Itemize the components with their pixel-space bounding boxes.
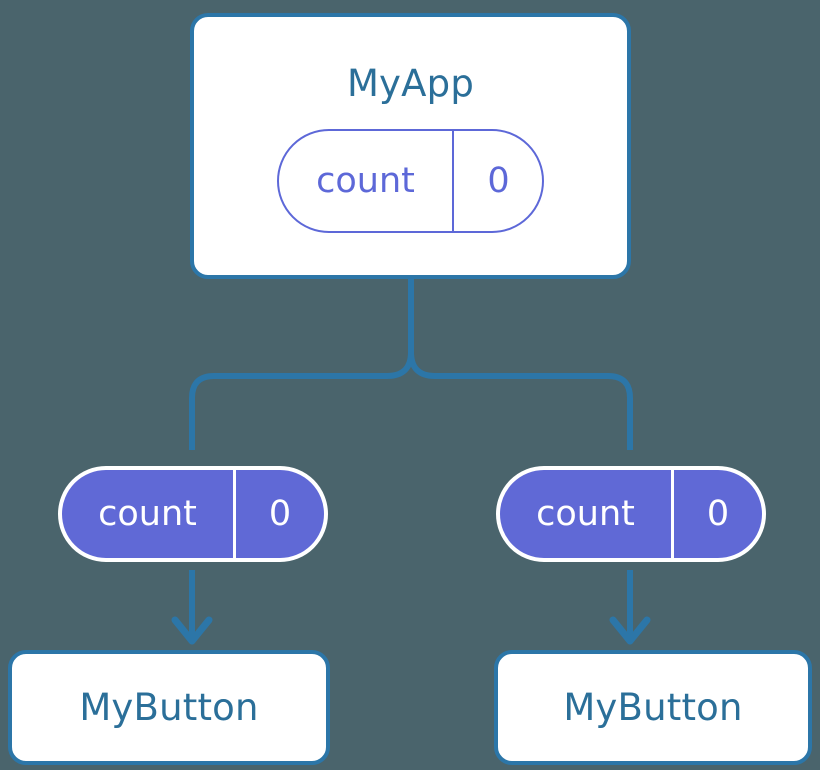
state-pill-root[interactable]: count 0 [277, 129, 544, 233]
arrow-head-right-icon [609, 616, 651, 645]
props-pill-right[interactable]: count 0 [496, 466, 766, 562]
arrow-head-left-icon [171, 616, 213, 645]
component-name-root: MyApp [346, 62, 475, 105]
props-key-left: count [62, 470, 236, 558]
component-box-leaf-right[interactable]: MyButton [494, 650, 812, 765]
component-box-leaf-left[interactable]: MyButton [8, 650, 330, 765]
state-key-root: count [279, 131, 454, 231]
branch-wire-right [408, 351, 633, 450]
component-name-leaf-left: MyButton [79, 686, 259, 729]
props-value-left: 0 [268, 493, 292, 534]
branch-wire-left [189, 351, 414, 450]
props-pill-left[interactable]: count 0 [58, 466, 328, 562]
component-name-leaf-right: MyButton [563, 686, 743, 729]
state-value-root: 0 [487, 160, 510, 201]
props-value-right: 0 [706, 493, 730, 534]
props-key-right: count [500, 470, 674, 558]
